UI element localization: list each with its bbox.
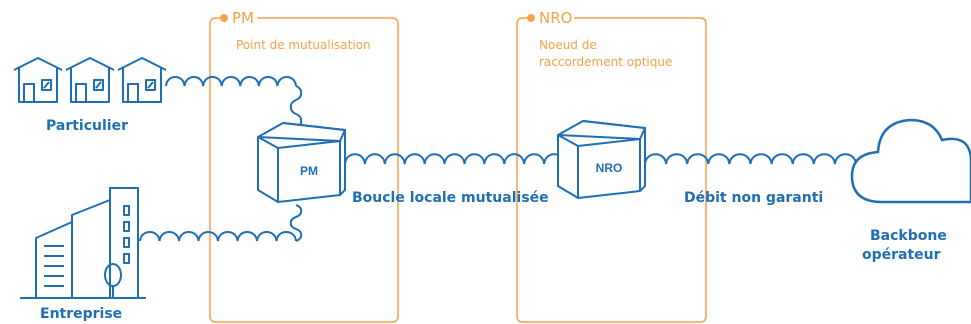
- link-entreprise-to-pm-rise: [289, 204, 303, 242]
- particulier-label: Particulier: [46, 118, 128, 134]
- entreprise-label: Entreprise: [40, 306, 123, 322]
- nro-zone-subtitle-line1: Noeud de: [539, 38, 597, 52]
- nro-box-icon: [557, 120, 646, 199]
- link-particulier-to-pm: [165, 76, 297, 87]
- pm-zone-frame: [209, 17, 399, 323]
- pm-zone-subtitle: Point de mutualisation: [236, 38, 371, 52]
- pm-box-label: PM: [300, 164, 318, 178]
- nro-zone-frame: [516, 17, 707, 323]
- link-nro-to-backbone: [644, 153, 857, 165]
- link-label-debit: Débit non garanti: [684, 190, 824, 206]
- link-entreprise-to-pm: [139, 231, 297, 242]
- cloud-icon: [850, 118, 971, 204]
- office-building-icon: [20, 187, 146, 299]
- pm-box-icon: [257, 122, 346, 203]
- backbone-label-line1: Backbone: [870, 228, 947, 244]
- nro-zone-title: NRO: [539, 9, 573, 27]
- pm-zone-dot: [220, 14, 228, 22]
- backbone-label-line2: opérateur: [862, 247, 941, 263]
- houses-icon: [13, 57, 167, 103]
- link-particulier-to-pm-drop: [289, 85, 303, 129]
- nro-zone-dot: [527, 14, 535, 22]
- link-pm-to-nro: [344, 153, 565, 165]
- link-label-boucle-locale: Boucle locale mutualisée: [352, 190, 549, 206]
- pm-zone-title: PM: [232, 9, 254, 27]
- nro-box-label: NRO: [596, 161, 623, 175]
- nro-zone-subtitle-line2: raccordement optique: [539, 55, 673, 69]
